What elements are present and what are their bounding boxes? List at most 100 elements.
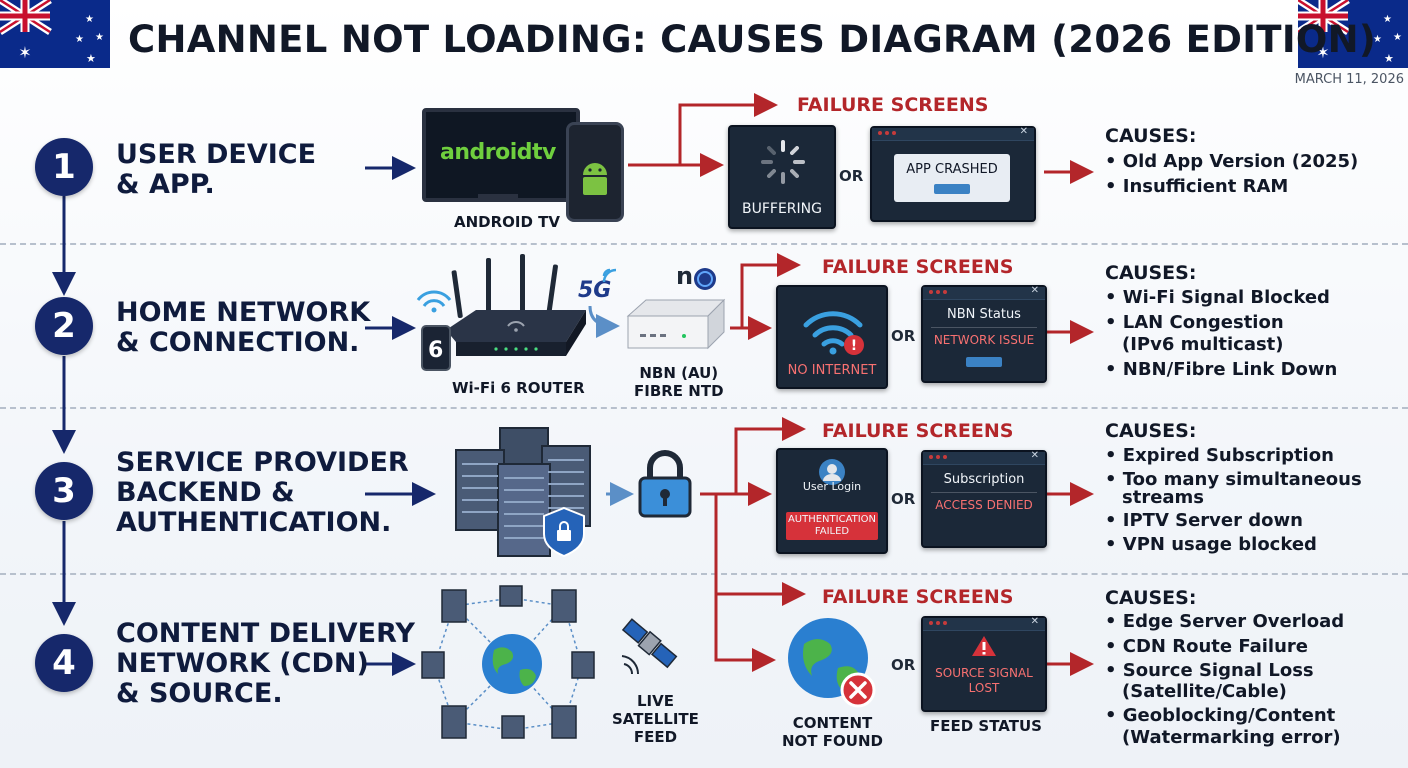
window-titlebar: ✕	[872, 126, 1034, 141]
svg-text:★: ★	[1383, 14, 1392, 25]
screen-title: User Login	[802, 480, 862, 493]
nbn-ntd-box-icon	[626, 298, 726, 350]
error-text-line: AUTHENTICATION	[787, 514, 877, 525]
5g-label: 5G	[578, 278, 612, 303]
svg-text:★: ★	[1393, 32, 1402, 43]
step-number-2: 2	[35, 297, 93, 355]
or-label: OR	[839, 167, 864, 185]
ntd-label-line: NBN (AU)	[639, 364, 719, 382]
screen-text: APP CRASHED	[906, 162, 998, 177]
cause-item: • Too many simultaneous	[1105, 469, 1362, 490]
step-4-label: CONTENT DELIVERY NETWORK (CDN) & SOURCE.	[116, 619, 415, 709]
cause-item: • Wi-Fi Signal Blocked	[1105, 287, 1330, 308]
ok-button[interactable]	[934, 184, 970, 194]
svg-text:!: !	[851, 338, 857, 354]
cause-item: (IPv6 multicast)	[1122, 334, 1284, 355]
satellite-feed-line: SATELLITE	[612, 710, 699, 728]
failure-screens-title: FAILURE SCREENS	[822, 586, 1014, 608]
feed-status-screen: ✕ SOURCE SIGNAL LOST	[921, 616, 1047, 712]
satellite-feed-line: FEED	[633, 728, 678, 746]
step-2-label-line: & CONNECTION.	[116, 327, 360, 358]
content-not-found-line: CONTENT	[792, 714, 873, 732]
satellite-icon	[621, 618, 678, 675]
screen-text: NO INTERNET	[787, 363, 877, 378]
screen-text: ACCESS DENIED	[935, 498, 1033, 512]
causes-heading: CAUSES:	[1105, 587, 1197, 609]
screen-text-line: LOST	[968, 681, 1000, 695]
app-crashed-screen: ✕ APP CRASHED	[870, 126, 1036, 222]
user-icon	[819, 459, 845, 485]
causes-heading: CAUSES:	[1105, 125, 1197, 147]
failure-screens-title: FAILURE SCREENS	[797, 94, 989, 116]
row-divider	[0, 407, 1408, 409]
android-tv-logo: androidtv	[440, 140, 556, 165]
cause-item: • Edge Server Overload	[1105, 611, 1345, 632]
or-label: OR	[891, 327, 916, 345]
screen-text: BUFFERING	[742, 201, 822, 217]
signal-waves-icon	[602, 268, 617, 283]
android-robot-icon	[583, 163, 607, 195]
step-3-label-line: BACKEND &	[116, 477, 295, 508]
error-text-line: FAILED	[814, 526, 850, 537]
svg-text:★: ★	[86, 52, 96, 65]
feed-status-label: FEED STATUS	[930, 717, 1042, 735]
padlock-icon	[638, 450, 692, 518]
step-4-label-line: & SOURCE.	[116, 678, 283, 709]
android-tv-icon: androidtv	[422, 108, 580, 202]
window-titlebar: ✕	[923, 616, 1045, 631]
cause-item: streams	[1122, 487, 1205, 508]
failure-screens-title: FAILURE SCREENS	[822, 256, 1014, 278]
cause-item: • Insufficient RAM	[1105, 176, 1289, 197]
step-number-1: 1	[35, 138, 93, 196]
step-3-label-line: SERVICE PROVIDER	[116, 447, 409, 478]
nbn-badge-icon	[694, 268, 716, 290]
device-label: ANDROID TV	[454, 213, 561, 231]
error-banner: AUTHENTICATION FAILED	[786, 512, 878, 540]
subscription-screen: ✕ Subscription ACCESS DENIED	[921, 450, 1047, 548]
ntd-label-line: FIBRE NTD	[634, 382, 724, 400]
phone-icon	[566, 122, 624, 222]
window-titlebar: ✕	[923, 450, 1045, 465]
cause-item: • Source Signal Loss	[1105, 660, 1314, 681]
step-1-label-line: & APP.	[116, 169, 215, 200]
svg-text:★: ★	[1373, 34, 1382, 45]
no-internet-screen: ! NO INTERNET	[776, 285, 888, 389]
step-4-label-line: NETWORK (CDN)	[116, 648, 369, 679]
failure-screens-title: FAILURE SCREENS	[822, 420, 1014, 442]
step-3-label: SERVICE PROVIDER BACKEND & AUTHENTICATIO…	[116, 448, 409, 538]
wifi6-badge: 6	[428, 338, 444, 363]
spinner-icon	[761, 140, 805, 184]
server-lock-icon	[455, 427, 591, 558]
separator	[931, 327, 1037, 328]
window-titlebar: ✕	[923, 285, 1045, 300]
buffering-screen: BUFFERING	[728, 125, 836, 229]
australian-flag-right-icon: ✶ ★ ★ ★ ★	[1298, 0, 1408, 68]
cause-item: • Expired Subscription	[1105, 445, 1334, 466]
cause-item: (Satellite/Cable)	[1122, 681, 1287, 702]
content-not-found-line: NOT FOUND	[782, 732, 883, 750]
step-1-label-line: USER DEVICE	[116, 139, 317, 170]
svg-text:★: ★	[95, 32, 104, 43]
nbn-status-screen: ✕ NBN Status NETWORK ISSUE	[921, 285, 1047, 383]
australian-flag-left-icon: ✶ ★ ★ ★ ★	[0, 0, 110, 68]
ok-button[interactable]	[966, 357, 1002, 367]
causes-heading: CAUSES:	[1105, 420, 1197, 442]
step-2-label-line: HOME NETWORK	[116, 297, 371, 328]
svg-text:✶: ✶	[18, 43, 31, 62]
separator	[931, 492, 1037, 493]
row-divider	[0, 243, 1408, 245]
satellite-feed-label: LIVE SATELLITE FEED	[612, 692, 699, 746]
step-1-label: USER DEVICE & APP.	[116, 140, 316, 200]
svg-text:✶: ✶	[1316, 43, 1329, 62]
auth-failed-screen: User Login AUTHENTICATION FAILED	[776, 448, 888, 554]
content-not-found-label: CONTENT NOT FOUND	[782, 714, 883, 750]
cause-item: • IPTV Server down	[1105, 510, 1303, 531]
screen-title: Subscription	[943, 472, 1025, 487]
step-4-label-line: CONTENT DELIVERY	[116, 618, 415, 649]
or-label: OR	[891, 656, 916, 674]
svg-text:★: ★	[75, 34, 84, 45]
svg-text:★: ★	[85, 14, 94, 25]
causes-heading: CAUSES:	[1105, 262, 1197, 284]
row-divider	[0, 573, 1408, 575]
